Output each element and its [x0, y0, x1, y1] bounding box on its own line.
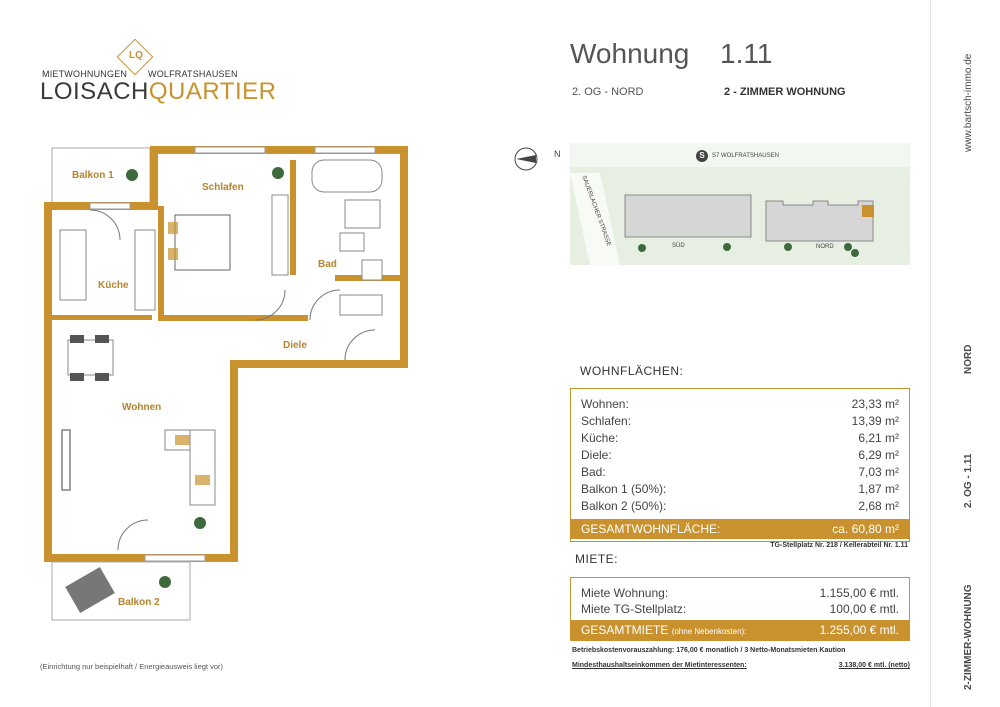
rent-label: Miete TG-Stellplatz:	[581, 602, 687, 616]
area-row-diele: Diele: 6,29 m²	[581, 448, 899, 464]
site-map: S S7 WOLFRATSHAUSEN SAUERLACHER STRASSE …	[570, 143, 910, 265]
rent-note-2-label: Mindesthaushaltseinkommen der Mietintere…	[572, 662, 747, 669]
floorplan-footnote: (Einrichtung nur beispielhaft / Energiea…	[40, 662, 224, 671]
area-row-kueche: Küche: 6,21 m²	[581, 431, 899, 447]
rent-box: Miete Wohnung: 1.155,00 € mtl. Miete TG-S…	[570, 577, 910, 641]
area-value: 2,68 m²	[858, 499, 899, 513]
compass-north: N	[554, 149, 561, 159]
rent-note-2: Mindesthaushaltseinkommen der Mietintere…	[572, 662, 910, 669]
room-bad: Bad	[318, 259, 337, 270]
logo-brand-part1: LOISACH	[40, 78, 149, 105]
side-website: www.bartsch-immo.de	[963, 53, 974, 152]
rent-note-1: Betriebskostenvorauszahlung: 176,00 € mo…	[572, 647, 846, 654]
rent-value: 1.155,00 € mtl.	[819, 586, 899, 600]
area-value: 7,03 m²	[858, 465, 899, 479]
logo-brand-part2: QUARTIER	[148, 78, 277, 105]
area-value: 6,21 m²	[858, 431, 899, 445]
room-kueche: Küche	[98, 280, 129, 291]
area-value: 23,33 m²	[851, 397, 899, 411]
room-wohnen: Wohnen	[122, 402, 162, 413]
rent-total-value: 1.255,00 € mtl.	[819, 623, 899, 637]
logo: LQ MIETWOHNUNGEN WOLFRATSHAUSEN LOISACHQ…	[40, 38, 276, 108]
area-label: Schlafen:	[581, 414, 632, 428]
side-orientation: NORD	[963, 344, 974, 374]
room-balkon1: Balkon 1	[72, 170, 114, 181]
rent-label: Miete Wohnung:	[581, 586, 669, 600]
areas-heading: WOHNFLÄCHEN:	[580, 364, 684, 378]
type-label: 2 - ZIMMER WOHNUNG	[724, 86, 846, 98]
area-value: 13,39 m²	[851, 414, 899, 428]
rent-row-apartment: Miete Wohnung: 1.155,00 € mtl.	[581, 586, 899, 602]
station-label: S7 WOLFRATSHAUSEN	[712, 153, 779, 159]
area-row-balkon2: Balkon 2 (50%): 2,68 m²	[581, 499, 899, 515]
compass-icon	[514, 147, 538, 171]
side-type: 2-ZIMMER-WOHNUNG	[963, 584, 974, 690]
site-map-drawing	[570, 143, 910, 265]
area-label: Bad:	[581, 465, 606, 479]
room-diele: Diele	[283, 340, 307, 351]
rent-total-label-wrap: GESAMTMIETE (ohne Nebenkosten):	[581, 623, 746, 637]
station-icon: S	[696, 150, 708, 162]
rent-heading: MIETE:	[575, 552, 619, 566]
logo-monogram: LQ	[129, 50, 143, 61]
areas-box: Wohnen: 23,33 m² Schlafen: 13,39 m² Küche:…	[570, 388, 910, 542]
rent-note-2-value: 3.138,00 € mtl. (netto)	[838, 662, 910, 669]
area-value: 6,29 m²	[858, 448, 899, 462]
areas-total-label: GESAMTWOHNFLÄCHE:	[581, 522, 721, 536]
rent-total: GESAMTMIETE (ohne Nebenkosten): 1.255,00…	[571, 620, 909, 640]
logo-tagline-left: MIETWOHNUNGEN	[42, 69, 128, 79]
side-floor: 2. OG - 1.11	[963, 453, 974, 508]
area-label: Balkon 1 (50%):	[581, 482, 667, 496]
area-row-balkon1: Balkon 1 (50%): 1,87 m²	[581, 482, 899, 498]
floorplan-drawing	[44, 146, 408, 621]
areas-total: GESAMTWOHNFLÄCHE: ca. 60,80 m²	[571, 519, 909, 539]
rent-total-note: (ohne Nebenkosten):	[671, 627, 747, 636]
area-row-schlafen: Schlafen: 13,39 m²	[581, 414, 899, 430]
side-bar	[930, 0, 1000, 707]
logo-brand: LOISACHQUARTIER	[40, 78, 276, 106]
area-row-bad: Bad: 7,03 m²	[581, 465, 899, 481]
page-title: Wohnung	[570, 38, 690, 69]
room-balkon2: Balkon 2	[118, 597, 160, 608]
area-label: Küche:	[581, 431, 619, 445]
area-label: Wohnen:	[581, 397, 629, 411]
area-label: Diele:	[581, 448, 612, 462]
rent-value: 100,00 € mtl.	[829, 602, 899, 616]
compass: N	[512, 145, 561, 175]
parking-note: TG-Stellplatz Nr. 218 / Kellerabteil Nr.…	[770, 542, 908, 549]
rent-row-parking: Miete TG-Stellplatz: 100,00 € mtl.	[581, 602, 899, 618]
area-value: 1,87 m²	[858, 482, 899, 496]
south-label: SÜD	[672, 243, 685, 249]
room-schlafen: Schlafen	[202, 182, 244, 193]
north-label: NORD	[816, 244, 834, 250]
floor-label: 2. OG - NORD	[572, 86, 644, 98]
area-label: Balkon 2 (50%):	[581, 499, 667, 513]
area-row-wohnen: Wohnen: 23,33 m²	[581, 397, 899, 413]
floorplan: Balkon 1 Schlafen Bad Küche Diele Wohnen…	[40, 130, 420, 630]
logo-tagline-right: WOLFRATSHAUSEN	[148, 69, 238, 79]
rent-total-label: GESAMTMIETE	[581, 623, 669, 637]
areas-total-value: ca. 60,80 m²	[832, 522, 899, 536]
unit-number: 1.11	[720, 38, 773, 69]
